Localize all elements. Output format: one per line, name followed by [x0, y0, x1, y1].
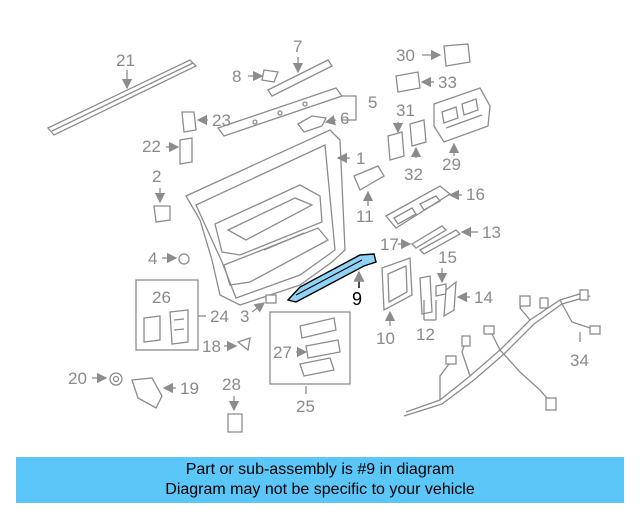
part-3-clip	[265, 294, 277, 304]
part-1-door-trim-panel	[185, 129, 346, 306]
callout-34: 34	[570, 351, 589, 370]
notice-banner: Part or sub-assembly is #9 in diagram Di…	[16, 457, 624, 503]
banner-line-part-number: Part or sub-assembly is #9 in diagram	[185, 461, 455, 478]
part-34-wiring-harness	[403, 289, 601, 417]
callout-14: 14	[474, 288, 493, 307]
part-26-handle	[143, 315, 161, 343]
callout-1: 1	[356, 149, 365, 168]
callout-5: 5	[368, 93, 377, 112]
callout-7: 7	[293, 37, 302, 56]
callout-9: 9	[352, 289, 362, 309]
part-9-armrest-highlighted	[286, 253, 377, 303]
part-28-clip	[227, 413, 243, 433]
part-4-screw	[178, 253, 190, 265]
callout-29: 29	[442, 155, 461, 174]
part-14-strip	[443, 280, 457, 318]
callout-10: 10	[376, 329, 395, 348]
part-20-grommet	[109, 372, 123, 386]
callout-31: 31	[396, 101, 415, 120]
callout-17: 17	[380, 235, 399, 254]
part-7-trim	[267, 59, 333, 97]
part-12-bracket	[419, 275, 433, 315]
callout-28: 28	[222, 375, 241, 394]
callout-3: 3	[240, 307, 249, 326]
callout-22: 22	[142, 137, 161, 156]
callout-2: 2	[152, 167, 161, 186]
part-29-master-switch	[433, 87, 491, 143]
callout-24: 24	[210, 307, 229, 326]
part-27-handle	[299, 317, 337, 339]
callout-26: 26	[152, 288, 171, 307]
group-box-24	[135, 279, 199, 351]
part-2-clip	[153, 205, 171, 223]
callout-15: 15	[438, 248, 457, 267]
callout-18: 18	[202, 337, 221, 356]
part-30-switch	[443, 43, 471, 67]
callout-8: 8	[232, 67, 241, 86]
part-5-trim	[216, 87, 344, 137]
banner-line-disclaimer: Diagram may not be specific to your vehi…	[165, 481, 475, 498]
part-19-bracket	[131, 377, 163, 409]
callout-13: 13	[482, 223, 501, 242]
callout-27: 27	[273, 343, 292, 362]
callout-11: 11	[356, 207, 374, 226]
group-box-25	[269, 311, 351, 385]
part-31-switch	[387, 131, 405, 161]
part-33-switch	[395, 71, 421, 93]
callout-12: 12	[416, 325, 435, 344]
callout-16: 16	[466, 185, 485, 204]
part-22-bracket	[179, 137, 193, 165]
callout-23: 23	[212, 111, 231, 130]
part-10-panel	[381, 257, 413, 312]
callout-30: 30	[396, 46, 415, 65]
callout-4: 4	[148, 249, 157, 268]
part-15-clip	[435, 283, 447, 297]
callout-21: 21	[116, 51, 135, 70]
parts-diagram: 21 7 8 5 6 23 22 2 1 4 3	[46, 37, 601, 433]
part-8-clip	[261, 69, 279, 83]
part-21-strip	[46, 59, 198, 136]
callout-20: 20	[68, 369, 87, 388]
callout-19: 19	[180, 379, 199, 398]
part-32-switch	[409, 119, 427, 147]
part-11-trim	[353, 165, 385, 191]
callout-25: 25	[296, 397, 315, 416]
callout-32: 32	[404, 165, 423, 184]
part-18-clip	[236, 337, 251, 352]
part-17-strip	[410, 225, 448, 249]
part-13-strip	[418, 229, 462, 255]
callout-6: 6	[340, 109, 349, 128]
part-23-bracket	[181, 111, 197, 133]
part-16-switch-panel	[384, 185, 452, 229]
callout-33: 33	[438, 73, 457, 92]
